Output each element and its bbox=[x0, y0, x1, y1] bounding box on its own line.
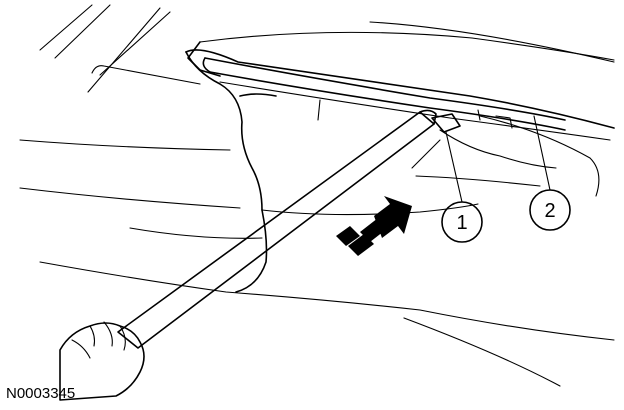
upper-trim-lines bbox=[187, 21, 615, 77]
callout-1: 1 bbox=[441, 201, 483, 243]
direction-arrow-icon bbox=[336, 196, 412, 256]
trim-panel-2 bbox=[202, 57, 600, 197]
hand-icon bbox=[59, 321, 145, 401]
bezel-outline bbox=[185, 49, 615, 293]
clip-1 bbox=[411, 113, 541, 187]
callout-2: 2 bbox=[529, 189, 571, 231]
background-panel-lines bbox=[39, 4, 201, 93]
callout-leaders bbox=[445, 115, 551, 203]
lower-panel-lines bbox=[19, 139, 615, 387]
figure-id: N0003345 bbox=[6, 385, 75, 402]
callout-1-label: 1 bbox=[456, 212, 467, 234]
callout-2-label: 2 bbox=[544, 200, 555, 222]
pry-tool bbox=[117, 109, 437, 349]
